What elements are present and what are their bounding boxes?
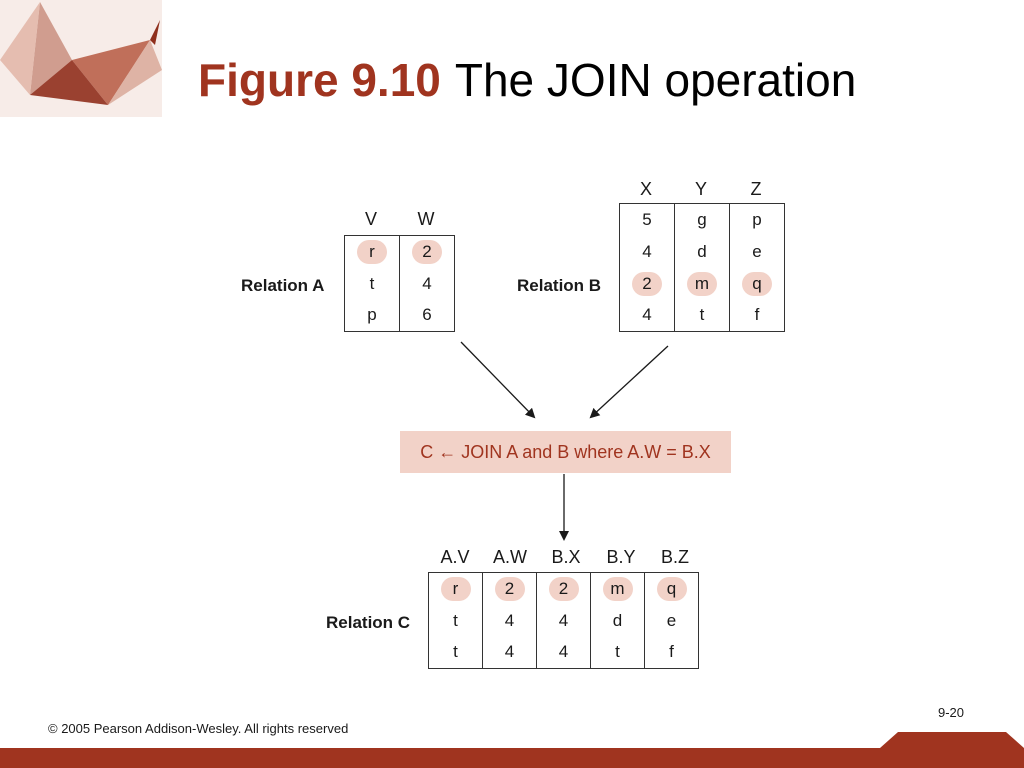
table-row: t 4 4 t f xyxy=(428,636,699,669)
table-cell: m xyxy=(674,267,730,300)
table-cell: d xyxy=(590,604,645,637)
table-cell: m xyxy=(590,572,645,605)
table-cell: 2 xyxy=(536,572,591,605)
table-cell: t xyxy=(344,267,400,300)
table-cell: f xyxy=(729,299,785,332)
copyright-notice: © 2005 Pearson Addison-Wesley. All right… xyxy=(48,721,349,736)
relation-a-col-v: V xyxy=(364,209,377,229)
table-cell: 4 xyxy=(619,299,675,332)
table-cell: r xyxy=(344,235,400,268)
table-cell: q xyxy=(644,572,699,605)
table-cell: e xyxy=(644,604,699,637)
relation-b-table: 5 g p 4 d e 2 m q 4 t f xyxy=(619,203,785,332)
table-row: 4 d e xyxy=(619,235,785,268)
relation-a-label: Relation A xyxy=(241,276,325,295)
relation-c-col-by: B.Y xyxy=(606,547,636,567)
table-cell: r xyxy=(428,572,483,605)
table-cell: q xyxy=(729,267,785,300)
table-row: 5 g p xyxy=(619,203,785,236)
table-cell: e xyxy=(729,235,785,268)
table-cell: 2 xyxy=(482,572,537,605)
table-cell: 5 xyxy=(619,203,675,236)
relation-c-table: r 2 2 m q t 4 4 d e t 4 4 t f xyxy=(428,572,699,669)
table-cell: 4 xyxy=(482,604,537,637)
table-cell: t xyxy=(428,636,483,669)
table-row: t 4 4 d e xyxy=(428,604,699,637)
relation-c-col-av: A.V xyxy=(440,547,470,567)
table-cell: 4 xyxy=(399,267,455,300)
table-cell: p xyxy=(729,203,785,236)
table-cell: t xyxy=(674,299,730,332)
relation-c-col-bx: B.X xyxy=(551,547,581,567)
table-row: t 4 xyxy=(344,267,455,300)
footer-tab xyxy=(880,732,1024,748)
table-cell: 6 xyxy=(399,299,455,332)
relation-a-table: r 2 t 4 p 6 xyxy=(344,235,455,332)
table-row: r 2 xyxy=(344,235,455,268)
table-row: r 2 2 m q xyxy=(428,572,699,605)
join-diagram: Relation A V W r 2 t 4 p 6 Relation B X … xyxy=(238,176,790,716)
figure-number: Figure 9.10 xyxy=(198,54,441,106)
relation-c-label: Relation C xyxy=(326,613,411,632)
table-row: p 6 xyxy=(344,299,455,332)
arrow-from-b xyxy=(589,345,669,419)
relation-c-col-aw: A.W xyxy=(493,547,527,567)
table-cell: 4 xyxy=(536,604,591,637)
relation-b-label: Relation B xyxy=(517,276,602,295)
table-row: 2 m q xyxy=(619,267,785,300)
relation-b-col-z: Z xyxy=(750,179,762,199)
table-cell: t xyxy=(428,604,483,637)
figure-caption: The JOIN operation xyxy=(454,54,857,106)
relation-a-col-w: W xyxy=(417,209,435,229)
crane-logo xyxy=(0,0,162,117)
page-number: 9-20 xyxy=(938,705,965,720)
table-cell: 2 xyxy=(399,235,455,268)
relation-b-col-y: Y xyxy=(694,179,707,199)
relation-b-col-x: X xyxy=(639,179,652,199)
relation-c-col-bz: B.Z xyxy=(660,547,689,567)
table-cell: f xyxy=(644,636,699,669)
join-operation: C ← JOIN A and B where A.W = B.X xyxy=(400,431,731,473)
arrows xyxy=(460,341,669,541)
table-row: 4 t f xyxy=(619,299,785,332)
table-cell: t xyxy=(590,636,645,669)
arrow-from-a xyxy=(460,341,536,419)
crane-icon xyxy=(0,2,162,105)
table-cell: 4 xyxy=(482,636,537,669)
table-cell: 4 xyxy=(536,636,591,669)
table-cell: 2 xyxy=(619,267,675,300)
footer-bar xyxy=(0,748,1024,768)
